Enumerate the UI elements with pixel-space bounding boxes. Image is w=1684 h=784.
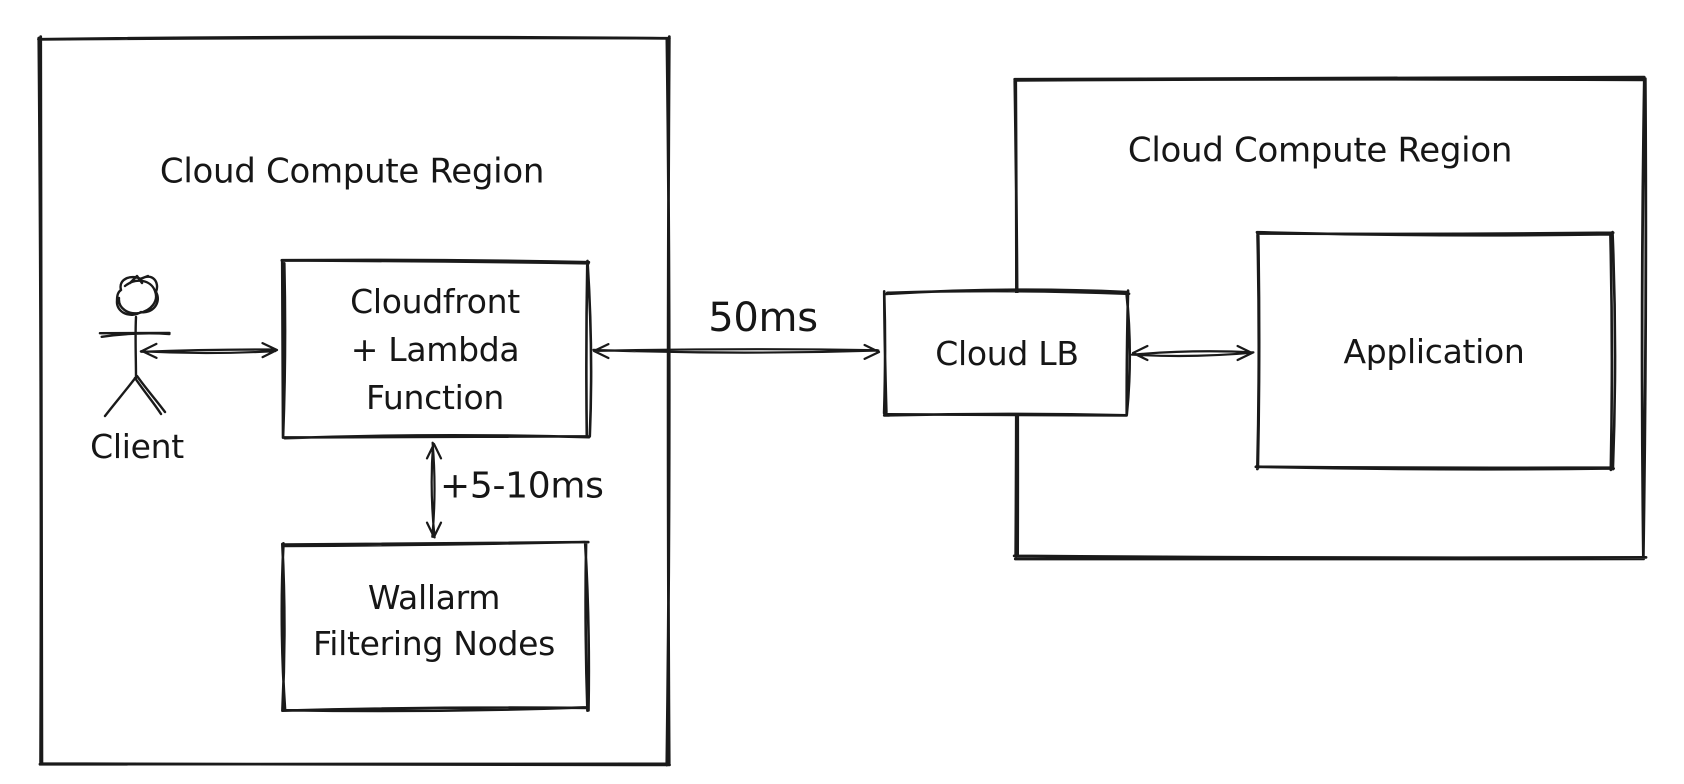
cloudfront-label-line-1: Cloudfront <box>350 282 520 321</box>
wallarm-box-outline <box>280 540 591 713</box>
cloudfront-box-fill <box>284 263 587 437</box>
arrow-client-cloudfront <box>139 342 279 359</box>
application-box-outline <box>1254 230 1617 472</box>
client-stick-figure-icon <box>98 274 171 418</box>
application-node-label: Application <box>1343 332 1525 372</box>
left-region-title: Cloud Compute Region <box>159 151 545 192</box>
left-region-box <box>37 35 671 767</box>
right-region-title: Cloud Compute Region <box>1127 130 1513 171</box>
cloudfront-node-label: Cloudfront + Lambda Function <box>350 278 520 422</box>
cloudfront-label-line-3: Function <box>366 378 504 417</box>
cloudfront-box-outline <box>280 258 593 440</box>
cloud-lb-node-label: Cloud LB <box>935 334 1079 374</box>
wallarm-box-fill <box>285 545 586 708</box>
wallarm-label-line-1: Wallarm <box>367 578 501 617</box>
cloud-lb-box-outline <box>882 288 1132 417</box>
application-box-fill <box>1258 235 1611 467</box>
arrow-cloudfront-wallarm <box>425 441 443 539</box>
cloud-lb-box-fill <box>887 293 1127 413</box>
latency-label-50ms: 50ms <box>708 295 818 341</box>
wallarm-label-line-2: Filtering Nodes <box>312 624 556 663</box>
wallarm-node-label: Wallarm Filtering Nodes <box>313 575 555 667</box>
arrow-cloudfront-cloudlb <box>592 343 881 360</box>
arrow-cloudlb-application <box>1130 344 1255 362</box>
latency-label-5-10ms: +5-10ms <box>440 465 604 507</box>
cloudfront-label-line-2: + Lambda <box>350 330 520 369</box>
client-label: Client <box>90 427 184 467</box>
